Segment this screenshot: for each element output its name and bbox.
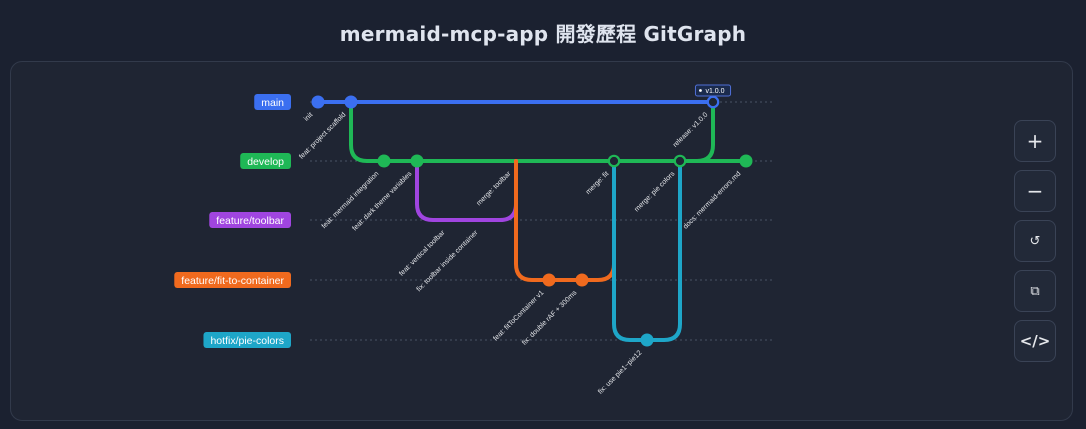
merge-commit-mpie[interactable] <box>673 154 687 168</box>
commit-label-mermaid: feat: mermaid integration <box>321 170 381 230</box>
branch-label-text: develop <box>247 156 284 168</box>
branch-label-box <box>174 272 291 288</box>
tag-v1.0.0: v1.0.0 <box>694 84 732 97</box>
tag-label: v1.0.0 <box>705 88 724 95</box>
commit-dot-docs[interactable] <box>739 154 753 168</box>
branch-label-box <box>203 332 291 348</box>
branch-label-text: feature/toolbar <box>216 215 284 227</box>
tag-box <box>694 84 732 97</box>
commit-label-mfit: merge: fit <box>585 170 611 196</box>
zoom-in-button[interactable]: + <box>1014 120 1056 162</box>
branch-label-box <box>209 212 291 228</box>
commit-dot-theme[interactable] <box>410 154 424 168</box>
zoom-out-button[interactable]: − <box>1014 170 1056 212</box>
commit-label-mtoolbar: merge: toolbar <box>476 170 513 207</box>
commit-dot-pie12[interactable] <box>640 333 654 347</box>
merge-commit-release[interactable] <box>706 95 720 109</box>
page-title: mermaid-mcp-app 開發歷程 GitGraph <box>339 22 747 46</box>
branch-label-box <box>254 94 291 110</box>
branch-path-hotfix <box>612 159 682 342</box>
merge-commit-mfit[interactable] <box>607 154 621 168</box>
branch-label-text: main <box>261 97 284 109</box>
tag-hole <box>699 89 702 92</box>
branch-label-text: feature/fit-to-container <box>181 275 284 287</box>
branch-label-box <box>240 153 291 169</box>
commit-label-release: release: v1.0.0 <box>672 111 709 148</box>
commit-label-doubleraf: fix: double rAF + 300ms <box>521 289 579 347</box>
branch-label-main: main <box>254 94 291 110</box>
view-code-button[interactable]: </> <box>1014 320 1056 362</box>
commit-dot-fitcontainer[interactable] <box>542 273 556 287</box>
commit-label-docs: docs: mermaid-errors.md <box>682 170 742 230</box>
diagram-toolbar: + − ↺ ⧉ </> <box>1014 120 1058 370</box>
commit-label-mpie: merge: pie colors <box>633 170 676 213</box>
commit-label-theme: feat: dark theme variables <box>352 170 414 232</box>
reset-view-button[interactable]: ↺ <box>1014 220 1056 262</box>
commit-dot-init[interactable] <box>311 95 325 109</box>
commit-dot-doubleraf[interactable] <box>575 273 589 287</box>
branch-label-fit: feature/fit-to-container <box>174 272 291 288</box>
branch-labels: main develop feature/toolbar feature/fit-to… <box>174 94 291 348</box>
copy-button[interactable]: ⧉ <box>1014 270 1056 312</box>
branch-label-hotfix: hotfix/pie-colors <box>203 332 291 348</box>
branch-path-develop <box>349 100 748 163</box>
diagram-container <box>10 61 1073 421</box>
branch-label-develop: develop <box>240 153 291 169</box>
branch-paths <box>316 100 748 342</box>
commit-label-pie12: fix: use pie1~pie12 <box>597 349 643 395</box>
commit-label-init: init <box>303 111 314 122</box>
branch-label-toolbar: feature/toolbar <box>209 212 291 228</box>
branch-path-release-merge <box>678 100 715 163</box>
commit-label-tbinside: fix: toolbar inside container <box>416 229 480 293</box>
branch-label-text: hotfix/pie-colors <box>210 335 284 347</box>
branch-lanes <box>310 101 772 341</box>
branch-path-toolbar <box>415 159 518 222</box>
commit-dot-scaffold[interactable] <box>344 95 358 109</box>
commit-dot-mermaid[interactable] <box>377 154 391 168</box>
